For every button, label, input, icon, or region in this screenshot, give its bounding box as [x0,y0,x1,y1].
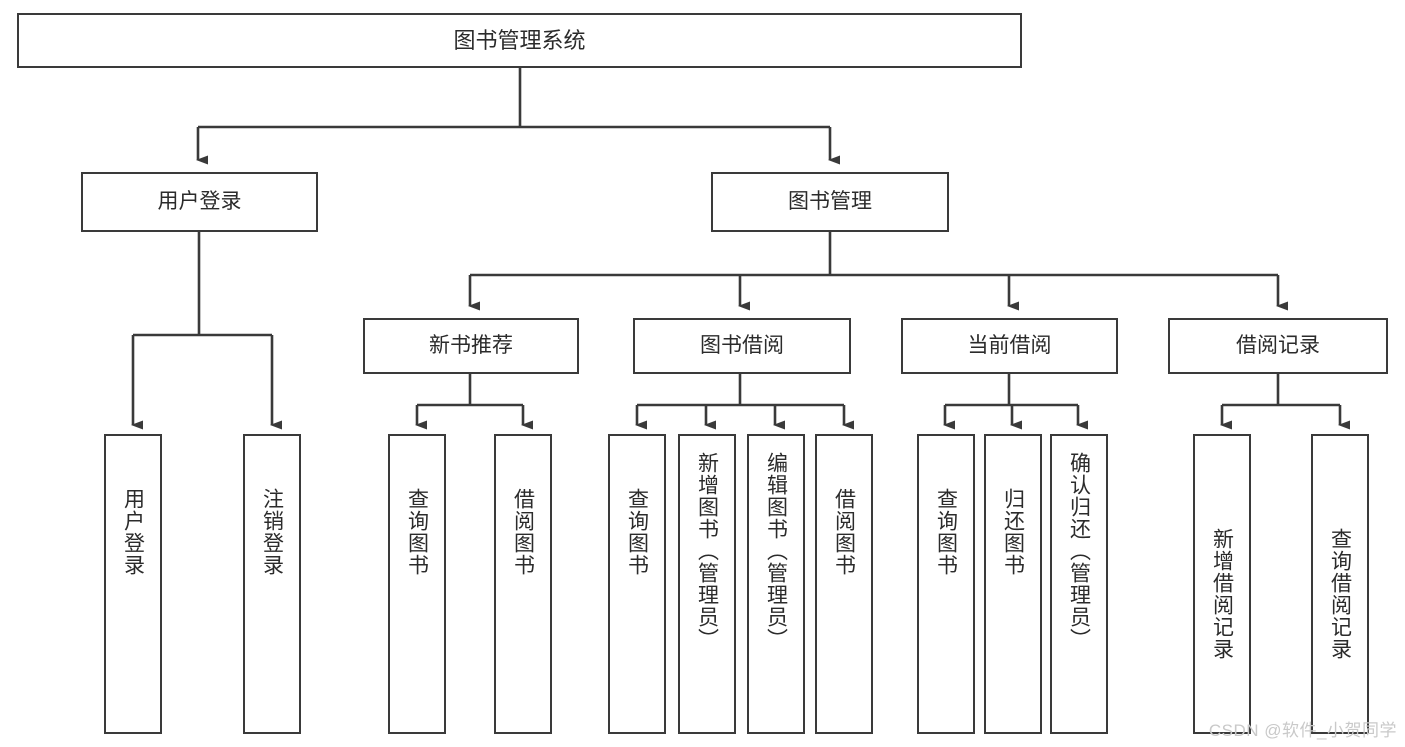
leaf-query-book-recommend[interactable]: 查询图书 [388,434,446,734]
leaf-query-book-current-label: 查询图书 [934,488,958,576]
leaf-user-login[interactable]: 用户登录 [104,434,162,734]
node-user-login-label: 用户登录 [157,189,242,213]
node-book-management-label: 图书管理 [788,189,872,213]
leaf-confirm-return-admin-label: 确认归还（管理员） [1067,452,1091,650]
node-root-label: 图书管理系统 [453,27,586,53]
leaf-query-book-recommend-label: 查询图书 [405,488,429,576]
node-new-book-recommend-label: 新书推荐 [429,333,513,357]
leaf-query-borrow-record[interactable]: 查询借阅记录 [1311,434,1369,734]
leaf-borrow-book[interactable]: 借阅图书 [815,434,873,734]
leaf-borrow-book-label: 借阅图书 [832,488,856,576]
node-book-borrow-label: 图书借阅 [700,333,784,357]
leaf-borrow-book-recommend-label: 借阅图书 [511,488,535,576]
node-user-login[interactable]: 用户登录 [81,172,318,232]
node-borrow-record-label: 借阅记录 [1236,333,1320,357]
node-new-book-recommend[interactable]: 新书推荐 [363,318,579,374]
node-book-borrow[interactable]: 图书借阅 [633,318,851,374]
leaf-return-book-label: 归还图书 [1001,488,1025,576]
node-current-borrow[interactable]: 当前借阅 [901,318,1118,374]
leaf-edit-book-admin-label: 编辑图书（管理员） [764,452,788,650]
leaf-query-book-borrow-label: 查询图书 [625,488,649,576]
csdn-watermark: CSDN @软件_小贺同学 [1208,721,1397,740]
leaf-edit-book-admin[interactable]: 编辑图书（管理员） [747,434,805,734]
leaf-logout[interactable]: 注销登录 [243,434,301,734]
leaf-logout-label: 注销登录 [260,488,284,576]
node-book-management[interactable]: 图书管理 [711,172,949,232]
node-current-borrow-label: 当前借阅 [967,333,1052,357]
leaf-query-book-borrow[interactable]: 查询图书 [608,434,666,734]
leaf-query-book-current[interactable]: 查询图书 [917,434,975,734]
leaf-add-book-admin-label: 新增图书（管理员） [695,452,719,650]
leaf-add-borrow-record[interactable]: 新增借阅记录 [1193,434,1251,734]
leaf-add-book-admin[interactable]: 新增图书（管理员） [678,434,736,734]
node-borrow-record[interactable]: 借阅记录 [1168,318,1388,374]
leaf-borrow-book-recommend[interactable]: 借阅图书 [494,434,552,734]
leaf-user-login-label: 用户登录 [121,488,145,576]
leaf-return-book[interactable]: 归还图书 [984,434,1042,734]
node-root[interactable]: 图书管理系统 [17,13,1022,68]
leaf-add-borrow-record-label: 新增借阅记录 [1210,528,1234,660]
leaf-confirm-return-admin[interactable]: 确认归还（管理员） [1050,434,1108,734]
leaf-query-borrow-record-label: 查询借阅记录 [1328,528,1352,660]
